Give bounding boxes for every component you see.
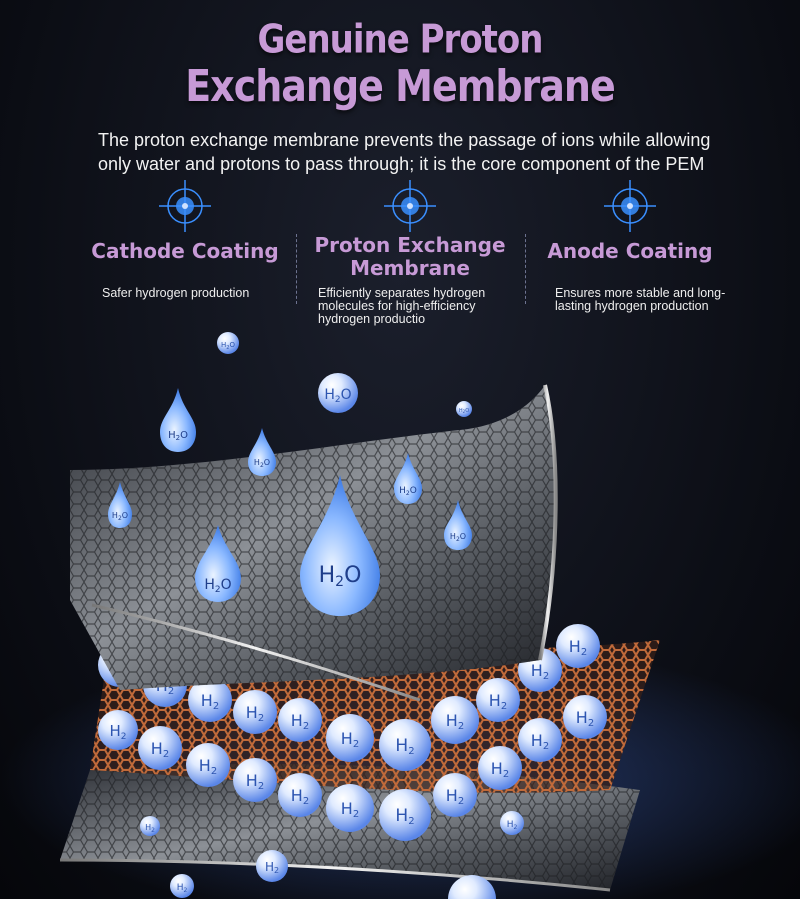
svg-text:H2: H2 bbox=[201, 691, 219, 712]
svg-text:H2: H2 bbox=[151, 739, 169, 760]
svg-text:H2O: H2O bbox=[254, 458, 270, 469]
water-drop: H2O bbox=[444, 500, 472, 550]
feature-title: Proton Exchange Membrane bbox=[314, 233, 506, 280]
hydrogen-molecule: H2 bbox=[278, 698, 322, 742]
hydrogen-molecule: H2 bbox=[326, 784, 374, 832]
hydrogen-molecule: H2 bbox=[476, 678, 520, 722]
membrane-illustration: H2 H2 H2 H2 H2 H2 H2 H2 H2 H2 H2 H2 H2 H… bbox=[0, 332, 800, 899]
feature-description: Efficiently separates hydrogen molecules… bbox=[318, 286, 486, 326]
crosshair-icon bbox=[384, 180, 436, 232]
divider bbox=[296, 234, 297, 304]
water-bubble: H2O bbox=[456, 401, 472, 417]
svg-text:H2O: H2O bbox=[399, 486, 417, 497]
water-drop: H2O bbox=[160, 388, 196, 452]
crosshair-icon bbox=[604, 180, 656, 232]
svg-text:H2O: H2O bbox=[324, 387, 351, 405]
feature-proton-membrane: Proton Exchange Membrane bbox=[305, 178, 515, 280]
svg-text:H2O: H2O bbox=[450, 532, 466, 543]
feature-description: Safer hydrogen production bbox=[102, 286, 250, 300]
water-drop: H2O bbox=[248, 428, 276, 476]
feature-cathode: Cathode Coating bbox=[80, 178, 290, 263]
svg-text:H2: H2 bbox=[341, 799, 359, 820]
svg-text:H2: H2 bbox=[446, 711, 464, 732]
hydrogen-molecule: H2 bbox=[563, 695, 607, 739]
svg-text:H2: H2 bbox=[446, 786, 464, 807]
svg-text:H2: H2 bbox=[489, 691, 507, 712]
divider bbox=[525, 234, 526, 304]
water-drop: H2O bbox=[195, 525, 241, 602]
hydrogen-molecule: H2 bbox=[233, 690, 277, 734]
svg-text:H2: H2 bbox=[291, 786, 309, 807]
svg-text:H2: H2 bbox=[531, 731, 549, 752]
hydrogen-molecule: H2 bbox=[500, 811, 524, 835]
water-bubble: H2O bbox=[217, 332, 239, 354]
hydrogen-molecule: H2 bbox=[233, 758, 277, 802]
svg-text:H2: H2 bbox=[395, 806, 414, 827]
svg-text:H2: H2 bbox=[341, 729, 359, 750]
svg-text:H2: H2 bbox=[395, 736, 414, 757]
hydrogen-molecule: H2 bbox=[433, 773, 477, 817]
hydrogen-molecule: H2 bbox=[98, 710, 138, 750]
svg-text:H2: H2 bbox=[199, 756, 217, 777]
hydrogen-molecule: H2 bbox=[556, 624, 600, 668]
page-title-line2: Exchange Membrane bbox=[185, 60, 616, 112]
svg-text:H2O: H2O bbox=[319, 563, 362, 590]
svg-text:H2: H2 bbox=[109, 722, 126, 742]
page-title-line1: Genuine Proton bbox=[257, 17, 544, 63]
water-drop-large: H2O bbox=[300, 475, 380, 616]
svg-text:H2O: H2O bbox=[221, 341, 235, 351]
svg-text:H2O: H2O bbox=[168, 430, 188, 442]
feature-anode: Anode Coating bbox=[535, 178, 725, 263]
svg-text:H2: H2 bbox=[576, 708, 594, 729]
hydrogen-molecule: H2 bbox=[431, 696, 479, 744]
hydrogen-molecule: H2 bbox=[138, 726, 182, 770]
water-drop: H2O bbox=[108, 482, 132, 528]
intro-text: The proton exchange membrane prevents th… bbox=[98, 130, 711, 174]
water-drop: H2O bbox=[394, 453, 422, 504]
hydrogen-molecule-partial bbox=[448, 875, 496, 899]
feature-title: Cathode Coating bbox=[91, 239, 279, 263]
hydrogen-molecule: H2 bbox=[478, 746, 522, 790]
hydrogen-molecule: H2 bbox=[170, 874, 194, 898]
svg-text:H2: H2 bbox=[177, 883, 188, 894]
svg-text:H2: H2 bbox=[507, 820, 518, 831]
hydrogen-molecule: H2 bbox=[326, 714, 374, 762]
svg-text:H2O: H2O bbox=[204, 577, 231, 595]
svg-text:H2O: H2O bbox=[459, 408, 469, 414]
crosshair-icon bbox=[159, 180, 211, 232]
svg-text:H2: H2 bbox=[265, 860, 279, 875]
hydrogen-molecule: H2 bbox=[518, 718, 562, 762]
svg-text:H2: H2 bbox=[291, 711, 309, 732]
svg-text:H2: H2 bbox=[246, 703, 264, 724]
hydrogen-molecule: H2 bbox=[188, 678, 232, 722]
svg-text:H2: H2 bbox=[145, 823, 155, 834]
hydrogen-molecule: H2 bbox=[278, 773, 322, 817]
svg-text:H2: H2 bbox=[531, 661, 549, 682]
svg-text:H2O: H2O bbox=[112, 511, 128, 522]
svg-text:H2: H2 bbox=[491, 759, 509, 780]
hydrogen-molecule: H2 bbox=[379, 719, 431, 771]
water-bubble: H2O bbox=[318, 373, 358, 413]
hydrogen-molecule: H2 bbox=[379, 789, 431, 841]
feature-description: Ensures more stable and long-lasting hyd… bbox=[555, 286, 726, 313]
hydrogen-molecule: H2 bbox=[256, 850, 288, 882]
feature-title: Anode Coating bbox=[547, 239, 713, 263]
svg-text:H2: H2 bbox=[569, 637, 587, 658]
hydrogen-molecule: H2 bbox=[186, 743, 230, 787]
hydrogen-molecule: H2 bbox=[140, 816, 160, 836]
svg-text:H2: H2 bbox=[246, 771, 264, 792]
